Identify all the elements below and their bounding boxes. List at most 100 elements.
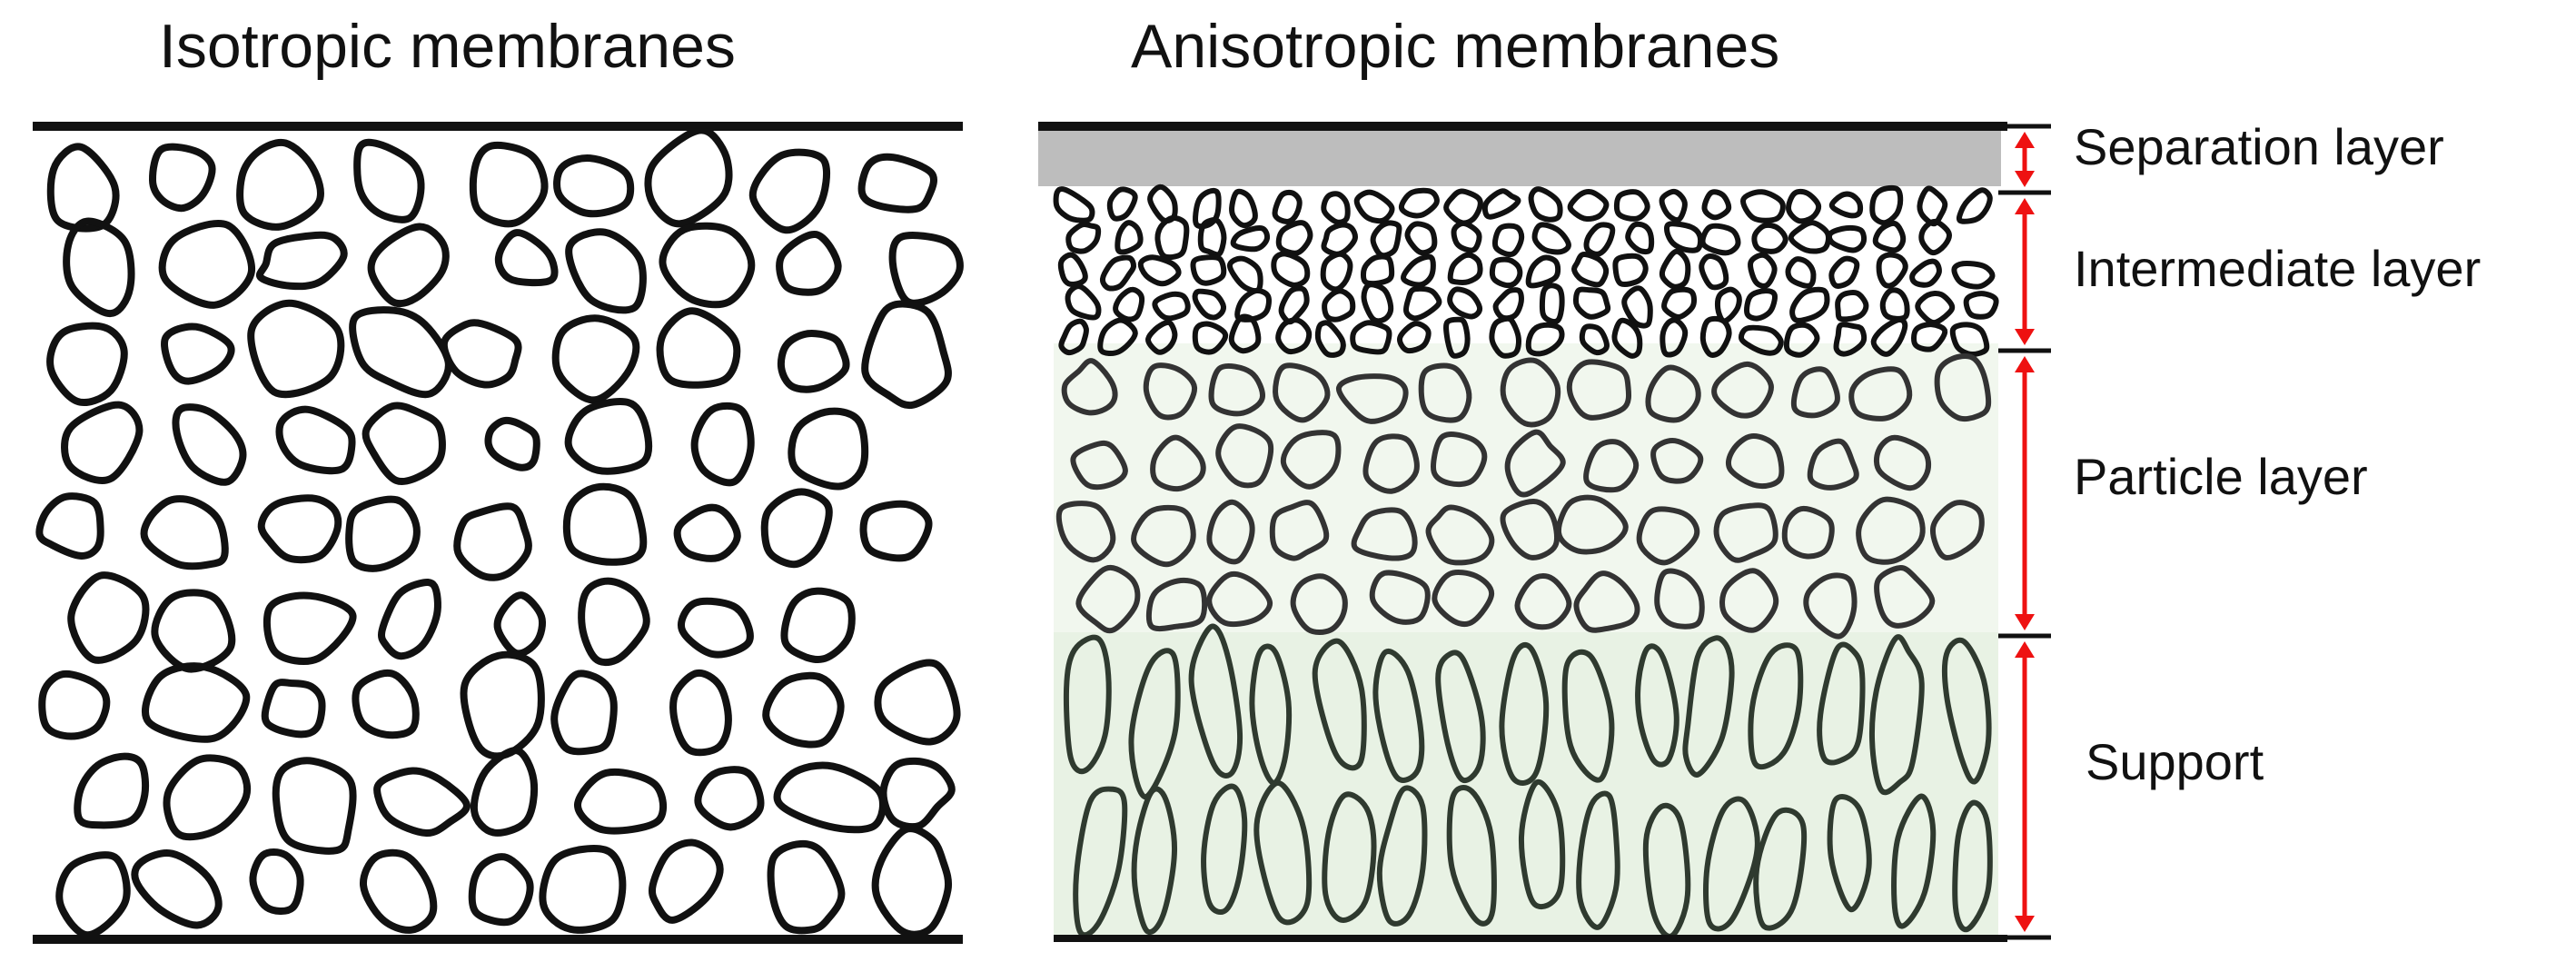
isotropic-pore bbox=[780, 587, 856, 664]
intermediate-pore bbox=[1360, 253, 1395, 287]
support-pore bbox=[1063, 634, 1112, 775]
support-pore bbox=[1827, 794, 1872, 913]
isotropic-pore bbox=[777, 330, 850, 393]
isotropic-pore bbox=[345, 495, 421, 572]
support-pore bbox=[1703, 796, 1760, 932]
particle-pore bbox=[1208, 363, 1265, 417]
isotropic-pore bbox=[55, 851, 131, 939]
intermediate-pore bbox=[1785, 256, 1817, 289]
intermediate-pore bbox=[1321, 191, 1351, 225]
intermediate-pore bbox=[1057, 252, 1088, 287]
intermediate-pore bbox=[1192, 321, 1229, 355]
particle-pore bbox=[1290, 573, 1348, 636]
intermediate-pore bbox=[1612, 253, 1649, 287]
anisotropic-title: Anisotropic membranes bbox=[1131, 12, 1780, 81]
intermediate-pore bbox=[1909, 258, 1942, 288]
support-pore bbox=[1073, 786, 1128, 938]
intermediate-pore bbox=[1739, 324, 1784, 356]
isotropic-pore bbox=[648, 838, 724, 924]
particle-pore bbox=[1791, 366, 1840, 419]
intermediate-pore bbox=[1879, 287, 1910, 322]
isotropic-pore bbox=[574, 769, 668, 835]
support-pore bbox=[1561, 649, 1615, 783]
arrow-head-down bbox=[2015, 329, 2035, 345]
arrow-head-down bbox=[2015, 614, 2035, 630]
intermediate-pore bbox=[1106, 186, 1138, 222]
intermediate-pore bbox=[1828, 255, 1860, 289]
support-pore bbox=[1188, 623, 1243, 779]
isotropic-pore bbox=[367, 223, 450, 308]
isotropic-pore bbox=[46, 143, 120, 233]
particle-pore bbox=[1556, 494, 1629, 555]
particle-pore bbox=[1070, 440, 1128, 491]
isotropic-title: Isotropic membranes bbox=[159, 12, 736, 81]
arrow-head-down bbox=[2015, 916, 2035, 932]
particle-pore bbox=[1150, 434, 1206, 492]
intermediate-pore bbox=[1751, 222, 1788, 254]
isotropic-pore bbox=[46, 322, 128, 406]
isotropic-pore bbox=[659, 222, 756, 309]
intermediate-pore bbox=[1190, 254, 1227, 286]
intermediate-pore bbox=[1197, 216, 1227, 258]
isotropic-pore bbox=[578, 577, 650, 667]
support-pore bbox=[1201, 783, 1248, 915]
intermediate-pore bbox=[1404, 221, 1438, 256]
intermediate-pore bbox=[1539, 283, 1565, 325]
particle-pore bbox=[1145, 577, 1208, 632]
intermediate-pore bbox=[1314, 320, 1346, 359]
isotropic-membrane-panel bbox=[33, 122, 964, 944]
intermediate-pore bbox=[1065, 283, 1102, 321]
support-pore bbox=[1642, 802, 1691, 939]
intermediate-pore bbox=[1701, 189, 1732, 221]
isotropic-pore bbox=[257, 494, 342, 564]
isotropic-pore bbox=[263, 591, 357, 665]
support-pore bbox=[1435, 650, 1486, 784]
intermediate-pore bbox=[1828, 191, 1864, 219]
particle-pore bbox=[1713, 502, 1778, 563]
intermediate-pore bbox=[1398, 187, 1440, 219]
isotropic-pore bbox=[861, 300, 952, 410]
intermediate-pore bbox=[1192, 288, 1227, 321]
isotropic-pore bbox=[148, 143, 216, 213]
isotropic-pore bbox=[562, 482, 648, 566]
anisotropic-membrane-panel bbox=[1038, 122, 2007, 942]
isotropic-pore bbox=[67, 571, 150, 664]
particle-pore bbox=[1566, 359, 1632, 421]
isotropic-pore bbox=[888, 232, 964, 307]
isotropic-pore bbox=[256, 231, 348, 291]
support-pore bbox=[1868, 634, 1925, 796]
intermediate-pore bbox=[1353, 189, 1395, 224]
intermediate-pore bbox=[1271, 251, 1311, 288]
arrow-head-down bbox=[2015, 171, 2035, 187]
particle-pore bbox=[1807, 438, 1859, 491]
layer-dimension-markers bbox=[1998, 124, 2051, 940]
isotropic-pore bbox=[879, 757, 956, 831]
intermediate-pore bbox=[1621, 285, 1653, 329]
support-pore bbox=[1635, 643, 1679, 768]
isotropic-pore bbox=[656, 307, 741, 389]
particle-pore bbox=[1369, 570, 1431, 625]
intermediate-pore bbox=[1917, 185, 1948, 227]
particle-pore bbox=[1143, 362, 1198, 421]
intermediate-pore bbox=[1625, 221, 1655, 255]
intermediate-pore bbox=[1788, 220, 1831, 254]
particle-pore bbox=[1573, 570, 1640, 633]
particle-pore bbox=[1061, 358, 1118, 416]
particle-pore bbox=[1418, 362, 1472, 423]
intermediate-pore bbox=[1583, 222, 1616, 257]
particle-pore bbox=[1206, 570, 1273, 628]
intermediate-pore bbox=[1876, 252, 1908, 289]
intermediate-pore bbox=[1661, 286, 1698, 321]
intermediate-pore bbox=[1402, 285, 1442, 322]
particle-pore bbox=[1514, 573, 1572, 630]
particle-pore bbox=[1075, 564, 1141, 634]
intermediate-pore bbox=[1137, 254, 1182, 287]
intermediate-pore bbox=[1572, 286, 1611, 320]
isotropic-pore bbox=[871, 825, 953, 938]
intermediate-pore bbox=[1956, 187, 1993, 224]
intermediate-pore bbox=[1193, 187, 1222, 230]
isotropic-pore bbox=[61, 401, 144, 484]
isotropic-pore bbox=[564, 398, 653, 475]
isotropic-pore bbox=[493, 591, 547, 658]
